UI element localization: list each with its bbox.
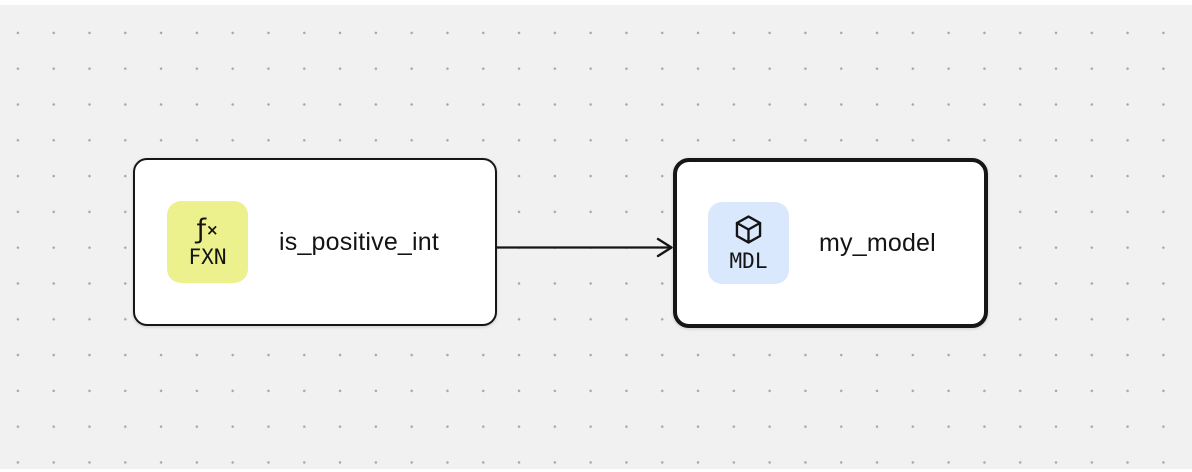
function-type-badge: ƒ × FXN — [167, 201, 248, 283]
canvas-bottom-edge — [0, 469, 1192, 472]
badge-label-mdl: MDL — [729, 249, 768, 274]
badge-label-fxn: FXN — [188, 244, 227, 269]
function-icon: ƒ × — [196, 216, 218, 243]
model-type-badge: MDL — [708, 202, 789, 284]
function-icon-f: ƒ — [196, 213, 206, 245]
node-my-model[interactable]: MDL my_model — [673, 158, 988, 328]
cube-icon — [732, 213, 765, 246]
node-is-positive-int[interactable]: ƒ × FXN is_positive_int — [133, 158, 497, 326]
node-label-my-model: my_model — [819, 228, 936, 257]
node-label-is-positive-int: is_positive_int — [279, 227, 440, 256]
function-icon-x: × — [205, 220, 219, 239]
canvas-top-edge — [0, 0, 1192, 5]
